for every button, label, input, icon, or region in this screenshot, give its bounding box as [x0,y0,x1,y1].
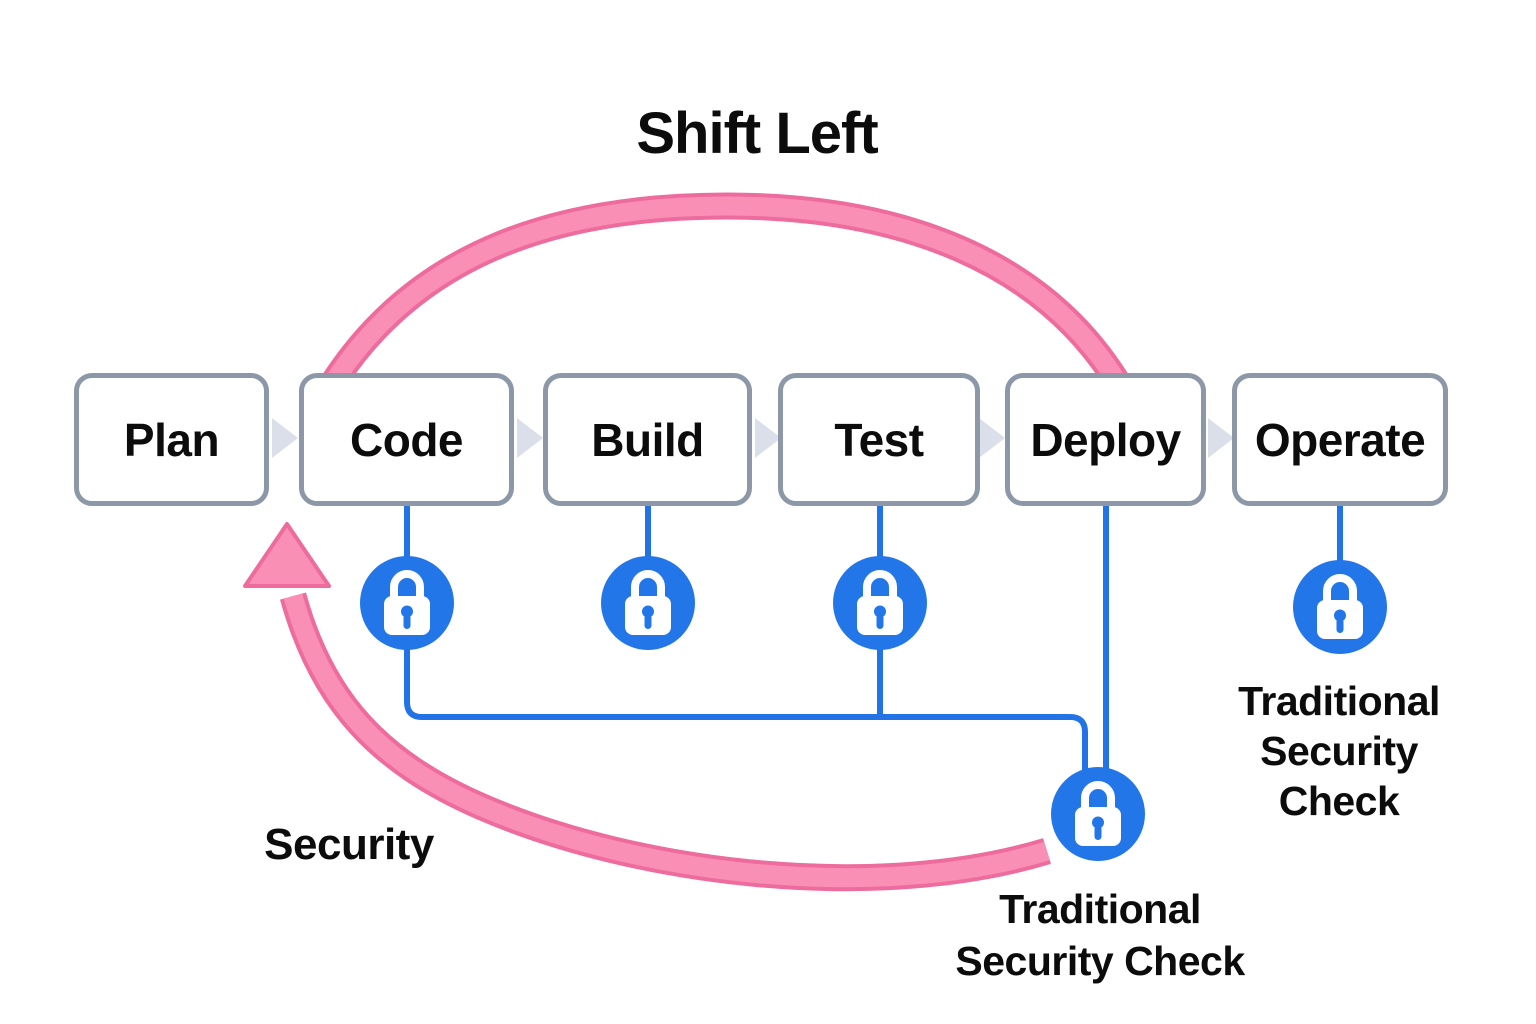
flow-arrow-icon [1208,418,1234,458]
lock-icon [833,556,927,650]
label-line: Security [1260,728,1418,774]
flow-arrow-icon [272,418,298,458]
arrowhead-icon [243,522,331,588]
stage-label: Build [591,413,704,466]
flow-arrow-icon [979,418,1005,458]
pipeline-flow-arrows [272,418,1234,458]
stage-label: Test [834,413,924,466]
shift-left-arc-top [321,192,1133,395]
lock-icon [1051,767,1145,861]
stage-box-operate: Operate [1232,373,1448,506]
stage-box-test: Test [778,373,980,506]
stage-label: Plan [123,413,220,466]
security-arrow-label: Security [264,820,434,869]
flow-arrow-icon [755,418,781,458]
stage-box-code: Code [299,373,514,506]
lock-icon [360,556,454,650]
lock-icon [1293,560,1387,654]
lock-icon [601,556,695,650]
page-title: Shift Left [636,101,878,166]
label-line: Traditional [999,886,1201,932]
security-locks [360,556,1387,861]
shift-left-arc-bottom-core [283,593,1050,888]
stage-label: Code [350,413,464,466]
stage-box-plan: Plan [74,373,269,506]
flow-arrow-icon [517,418,543,458]
shift-left-arrow [243,192,1133,892]
operate-traditional-security-check-label: Traditional Security Check [1189,676,1489,826]
label-line: Traditional [1238,678,1440,724]
connector-line-code-to-deploy-check [404,506,1088,774]
shift-left-arc-top-core [325,196,1130,393]
label-line: Check [1278,778,1400,824]
label-line: Security Check [955,938,1245,984]
stage-label: Deploy [1030,413,1181,466]
stage-box-build: Build [543,373,752,506]
deploy-traditional-security-check-label: Traditional Security Check [920,883,1280,987]
stage-box-deploy: Deploy [1005,373,1206,506]
stage-label: Operate [1254,413,1426,466]
